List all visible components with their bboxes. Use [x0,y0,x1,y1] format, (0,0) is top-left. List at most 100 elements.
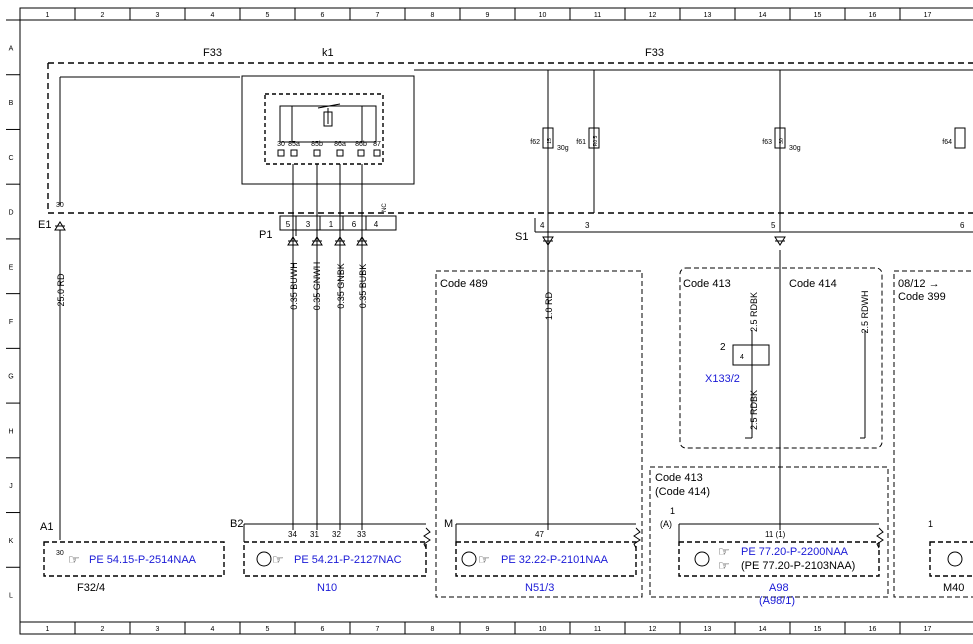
a98-name-alt[interactable]: (A98/1) [759,595,795,607]
column-index: 14 [759,12,767,19]
pointing-hand-icon: ☞ [272,552,284,567]
a98-ref-2[interactable]: (PE 77.20-P-2103NAA) [741,560,855,572]
code-413-label: Code 413 [683,278,731,290]
m40-name: M40 [943,582,964,594]
a98-ref-link-1[interactable]: PE 77.20-P-2200NAA [741,546,849,558]
fuse-rating: 30g [557,145,569,152]
connector-s1[interactable] [534,218,973,233]
f32-ref-link[interactable]: PE 54.15-P-2514NAA [89,554,197,566]
n10-ref-link[interactable]: PE 54.21-P-2127NAC [294,554,402,566]
column-index: 8 [431,626,435,633]
row-index: H [8,428,13,435]
column-index: 9 [486,12,490,19]
a98-pin: 11 (1) [765,530,786,539]
column-index: 4 [211,12,215,19]
p1-pin-label: 1 [329,220,334,229]
component-n10-box[interactable] [243,541,427,577]
pointing-hand-icon: ☞ [68,552,80,567]
n10-conn: B2 [230,518,243,530]
connector-p1[interactable] [279,215,397,231]
a98-name[interactable]: A98 [769,582,789,594]
row-index: K [9,538,14,545]
pointing-hand-icon: ☞ [478,552,490,567]
wire-label-gnwh: 0.35 GNWH [312,262,322,311]
s1-pin-label: 4 [540,221,545,230]
wire-label-gnbk: 0.35 GNBK [336,263,346,309]
connector-e1[interactable] [54,221,66,231]
column-index: 5 [266,626,270,633]
s1-pin-label: 3 [585,221,590,230]
s1-label: S1 [515,231,528,243]
relay-pin-label: 85a [288,141,300,148]
f32-pin: 30 [56,550,64,557]
e1-pin: 30 [56,202,64,209]
column-index: 5 [266,12,270,19]
m40-pin: 1 [928,519,933,529]
n10-pin-label: 32 [332,530,341,539]
pointing-hand-icon: ☞ [718,544,730,559]
code-414-lower-label: (Code 414) [655,486,710,498]
a98-pin-top: 1 [670,506,675,516]
code-489-box [435,270,643,598]
a98-pin-top2: (A) [660,519,672,529]
f33-right-label: F33 [645,47,664,59]
column-index: 10 [539,12,547,19]
component-m40-box[interactable] [929,541,973,577]
column-index: 7 [376,626,380,633]
p1-nc: NC [382,203,388,212]
code-489-label: Code 489 [440,278,488,290]
a98-control-unit-icon [694,551,710,567]
column-index: 11 [594,626,601,633]
x133-connector[interactable] [732,330,866,439]
n51-ref-link[interactable]: PE 32.22-P-2101NAA [501,554,609,566]
n51-name[interactable]: N51/3 [525,582,554,594]
wire-label-bubk: 0.35 BUBK [358,264,368,309]
zigzag-terminals [423,527,884,549]
n10-pin-label: 31 [310,530,319,539]
column-index: 12 [649,626,657,633]
row-index: C [8,155,13,162]
row-index: L [9,593,13,600]
component-a98-box[interactable] [678,541,880,577]
component-n51-box[interactable] [455,541,637,577]
wire-label-rdbk-top: 2.5 RDBK [749,292,759,332]
fuse-name: f64 [942,139,952,146]
column-index: 10 [539,626,547,633]
wires [59,70,781,540]
column-index: 2 [101,626,105,633]
relay-k1[interactable] [241,75,415,185]
relay-pin-terminal [336,149,344,157]
column-index: 12 [649,12,657,19]
wire-label-buwh: 0.35 BUWH [289,262,299,310]
relay-pin-label: 86b [355,141,367,148]
component-f32-box[interactable] [43,541,225,577]
svg-text:R0 5: R0 5 [593,136,599,147]
x133-label[interactable]: X133/2 [705,373,740,385]
relay-pin-terminal [290,149,298,157]
fuse-rating: 30g [789,145,801,152]
x133-pin-4: 4 [740,354,744,361]
n10-pin-label: 34 [288,530,297,539]
fuse-f64[interactable]: f64 [942,127,966,149]
column-index: 16 [869,12,877,19]
wire-label-rdbk-bottom: 2.5 RDBK [749,390,759,430]
k1-label: k1 [322,47,334,59]
p1-pin-label: 3 [306,220,311,229]
row-index: G [8,374,13,381]
n10-name[interactable]: N10 [317,582,337,594]
p1-pin-label: 5 [286,220,291,229]
relay-pin-terminal [277,149,285,157]
relay-pin-label: 85b [311,141,323,148]
code-399-label: Code 399 [898,291,946,303]
wire-label-25rd: 25.0 RD [56,273,66,307]
